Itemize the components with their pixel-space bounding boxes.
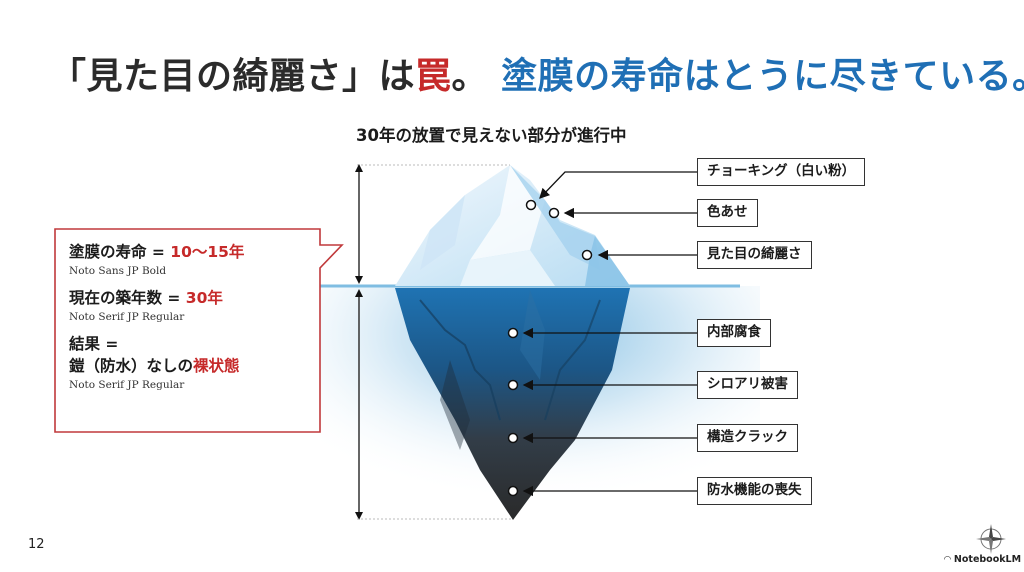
info-callout: 塗膜の寿命 = 10〜15年 Noto Sans JP Bold 現在の築年数 … [55, 229, 321, 432]
marker-fading [548, 207, 560, 219]
result-value-line: 鎧（防水）なしの裸状態 [69, 355, 321, 377]
label-fading: 色あせ [697, 199, 758, 227]
marker-structural-crack [507, 432, 519, 444]
font-note-3: Noto Serif JP Regular [69, 379, 185, 391]
label-termite-damage: シロアリ被害 [697, 371, 798, 399]
title-part-blue: 塗膜の寿命はとうに尽きている。 [501, 56, 1024, 97]
label-internal-corrosion: 内部腐食 [697, 319, 771, 347]
notebooklm-icon: ◠ [944, 554, 951, 565]
result-label-line: 結果 = [69, 335, 119, 353]
label-appearance: 見た目の綺麗さ [697, 241, 812, 269]
building-age-value: 30年 [185, 289, 223, 307]
marker-waterproof-loss [507, 485, 519, 497]
marker-appearance [581, 249, 593, 261]
marker-termites [507, 379, 519, 391]
depth-dimension-below [355, 289, 513, 520]
result-prefix: 鎧（防水）なしの [69, 357, 194, 375]
brand-name: NotebookLM [953, 554, 1022, 565]
font-note-1: Noto Sans JP Bold [69, 265, 167, 277]
building-age-line: 現在の築年数 = 30年 [69, 287, 321, 309]
diagram-subtitle: 30年の放置で見えない部分が進行中 [356, 126, 627, 145]
brand-logo: ◠ NotebookLM [944, 554, 1021, 565]
coating-life-value: 10〜15年 [170, 243, 245, 261]
iceberg-tip [395, 165, 630, 286]
marker-chalking [525, 199, 537, 211]
marker-internal-corrosion [507, 327, 519, 339]
coating-life-label: 塗膜の寿命 = [69, 243, 171, 261]
callout-border [54, 228, 344, 433]
label-structural-crack: 構造クラック [697, 424, 798, 452]
label-waterproof-loss: 防水機能の喪失 [697, 477, 812, 505]
slide-title: 「見た目の綺麗さ」は罠。 塗膜の寿命はとうに尽きている。 [50, 52, 1024, 102]
leader-lines-below [507, 327, 697, 497]
compass-icon [976, 524, 1006, 554]
title-trap-word: 罠 [415, 56, 452, 97]
coating-life-line: 塗膜の寿命 = 10〜15年 [69, 241, 321, 263]
label-chalking: チョーキング（白い粉） [697, 158, 866, 186]
leader-lines-above [525, 171, 697, 261]
title-period: 。 [451, 56, 489, 97]
page-number: 12 [28, 537, 45, 552]
result-value: 裸状態 [193, 357, 240, 375]
building-age-label: 現在の築年数 = [69, 289, 186, 307]
title-part-1: 「見た目の綺麗さ」は [50, 56, 416, 97]
height-dimension-above [355, 164, 510, 284]
font-note-2: Noto Serif JP Regular [69, 311, 185, 323]
